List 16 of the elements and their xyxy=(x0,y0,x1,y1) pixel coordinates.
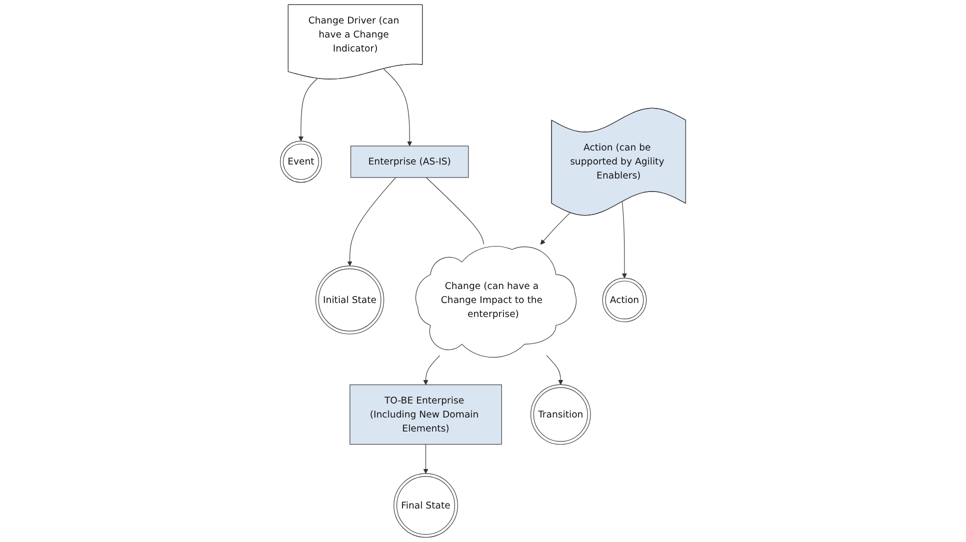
connector xyxy=(426,177,484,245)
arrow xyxy=(423,355,440,385)
arrow xyxy=(423,444,428,474)
node-circle: Transition xyxy=(530,384,591,445)
node-box: TO-BE Enterprise (Including New Domain Elements) xyxy=(350,384,502,445)
arrow xyxy=(622,202,628,278)
node-box: Enterprise (AS-IS) xyxy=(350,146,469,178)
node-circle: Action xyxy=(602,278,647,322)
arrow xyxy=(383,68,412,146)
node-circle: Event xyxy=(280,140,322,183)
arrow xyxy=(298,78,318,142)
node-circle: Final State xyxy=(394,473,458,538)
arrow xyxy=(540,212,570,245)
arrow xyxy=(546,355,564,385)
arrow xyxy=(347,177,396,266)
node-circle: Initial State xyxy=(315,266,384,334)
